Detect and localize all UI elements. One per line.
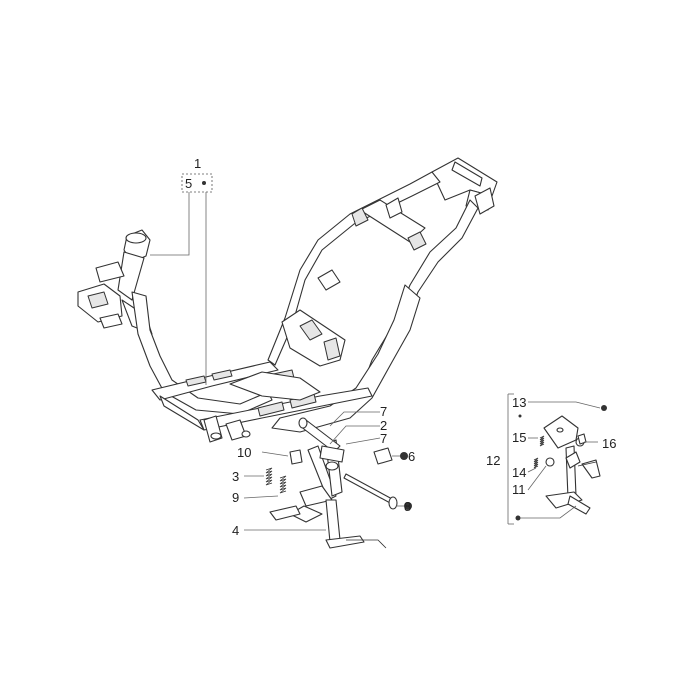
side-stand (533, 415, 601, 515)
part-labels: 1 5 7 2 7 6 10 3 9 8 4 13 15 16 12 14 11 (185, 156, 616, 538)
leader-lines (150, 173, 607, 531)
label-10: 10 (237, 445, 251, 460)
label-6: 6 (408, 449, 415, 464)
label-box-1-5 (181, 173, 213, 193)
label-9: 9 (232, 490, 239, 505)
label-8: 8 (404, 499, 411, 514)
label-16: 16 (602, 436, 616, 451)
label-2: 2 (380, 418, 387, 433)
label-11: 11 (512, 482, 526, 497)
label-7-lower: 7 (380, 431, 387, 446)
center-stand (269, 439, 387, 549)
label-14: 14 (512, 465, 526, 480)
label-1: 1 (194, 156, 201, 171)
bush (289, 449, 303, 465)
bullet-1 (202, 181, 206, 185)
label-13: 13 (512, 395, 526, 410)
clip (373, 447, 393, 465)
stand-bolt (343, 473, 398, 510)
label-15: 15 (512, 430, 526, 445)
label-4: 4 (232, 523, 239, 538)
springs (265, 467, 287, 494)
label-12: 12 (486, 453, 500, 468)
label-5: 5 (185, 176, 192, 191)
label-7-upper: 7 (380, 404, 387, 419)
label-3: 3 (232, 469, 239, 484)
scooter-frame (77, 157, 498, 443)
